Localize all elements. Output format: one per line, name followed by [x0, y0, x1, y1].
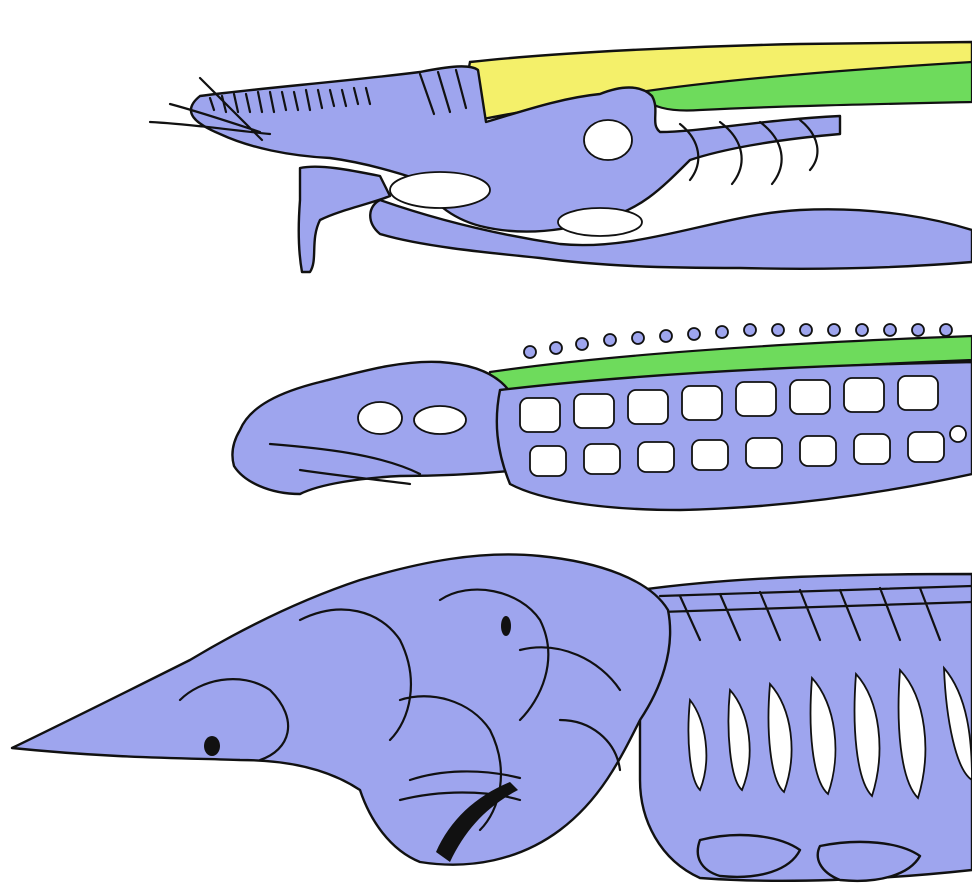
bottom-eye	[204, 736, 220, 756]
top-jaw-opening	[390, 172, 490, 208]
middle-tail-eye	[950, 426, 966, 442]
middle-specimen-skeleton	[232, 324, 972, 510]
top-orbit-opening	[584, 120, 632, 160]
top-specimen-skeleton	[150, 42, 972, 272]
bottom-head	[12, 554, 670, 864]
bottom-eye-2	[501, 616, 511, 636]
middle-head-opening	[414, 406, 466, 434]
top-gill-opening	[558, 208, 642, 236]
bottom-specimen-skeleton	[12, 554, 972, 880]
middle-orbit-opening	[358, 402, 402, 434]
